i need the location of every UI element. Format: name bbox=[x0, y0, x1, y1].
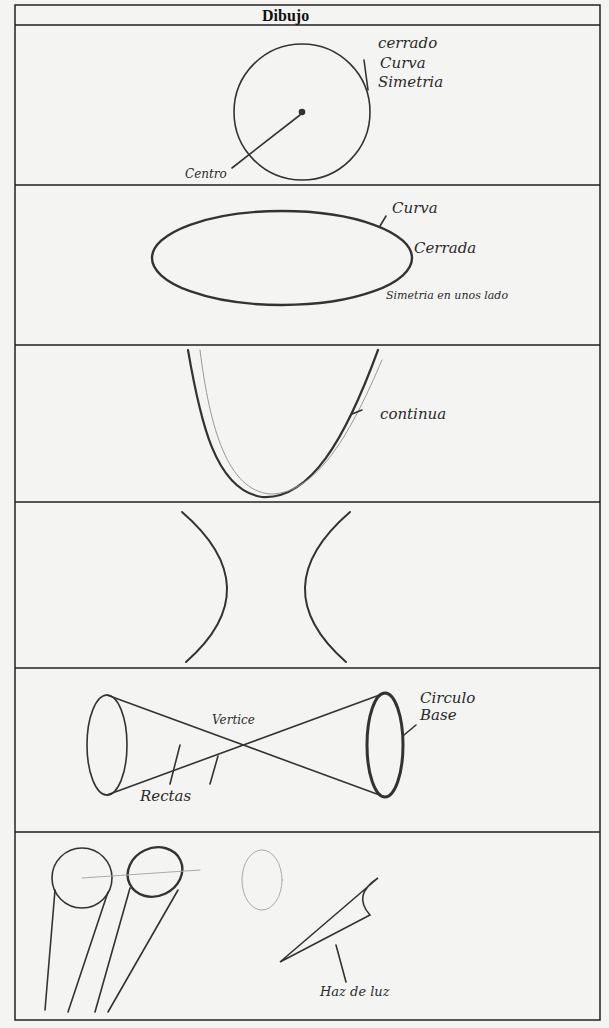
light-cone bbox=[280, 878, 378, 962]
cone-base bbox=[367, 693, 403, 797]
lamp-ellipse bbox=[119, 838, 190, 905]
light-beam bbox=[45, 890, 55, 1010]
leader-line bbox=[170, 745, 180, 784]
annotation: Centro bbox=[185, 168, 227, 181]
annotation: Haz de luz bbox=[320, 985, 390, 999]
annotation: Circulo Base bbox=[420, 690, 490, 723]
row-line bbox=[15, 344, 600, 346]
circle-figure bbox=[234, 44, 370, 180]
row-line bbox=[15, 667, 600, 669]
leader-line bbox=[210, 756, 218, 784]
cone-line bbox=[107, 693, 385, 795]
leader-line bbox=[364, 60, 368, 90]
lamp-sketch bbox=[242, 850, 282, 910]
sketch-line bbox=[82, 870, 200, 878]
center-dot bbox=[300, 110, 305, 115]
cone-base bbox=[87, 695, 127, 795]
hyperbola-branch bbox=[182, 512, 227, 662]
annotation: cerrado bbox=[378, 35, 437, 52]
annotation: Curva bbox=[380, 55, 426, 72]
annotation: continua bbox=[380, 406, 446, 423]
column-header: Dibujo bbox=[262, 7, 309, 25]
annotation: Vertice bbox=[212, 714, 255, 727]
parabola-sketch bbox=[200, 350, 382, 494]
light-beam bbox=[95, 888, 130, 1012]
parabola-figure bbox=[188, 350, 378, 497]
annotation: Rectas bbox=[140, 788, 191, 805]
row-line bbox=[15, 831, 600, 833]
row-line bbox=[15, 184, 600, 186]
light-beam bbox=[108, 890, 178, 1012]
leader-line bbox=[232, 115, 300, 168]
row-line bbox=[15, 24, 600, 26]
cone-line bbox=[107, 695, 385, 797]
annotation: Cerrada bbox=[414, 240, 476, 257]
leader-line bbox=[404, 725, 416, 735]
annotation: Curva bbox=[392, 200, 438, 217]
leader-line bbox=[352, 410, 362, 414]
row-line bbox=[15, 501, 600, 503]
annotation: Simetria bbox=[378, 74, 443, 91]
light-beam bbox=[68, 892, 108, 1012]
table-border bbox=[15, 5, 600, 1020]
leader-line bbox=[380, 216, 386, 226]
leader-line bbox=[336, 945, 346, 982]
ellipse-figure bbox=[152, 211, 412, 305]
annotation: Simetria en unos lado bbox=[386, 290, 508, 302]
hyperbola-branch bbox=[305, 512, 350, 662]
